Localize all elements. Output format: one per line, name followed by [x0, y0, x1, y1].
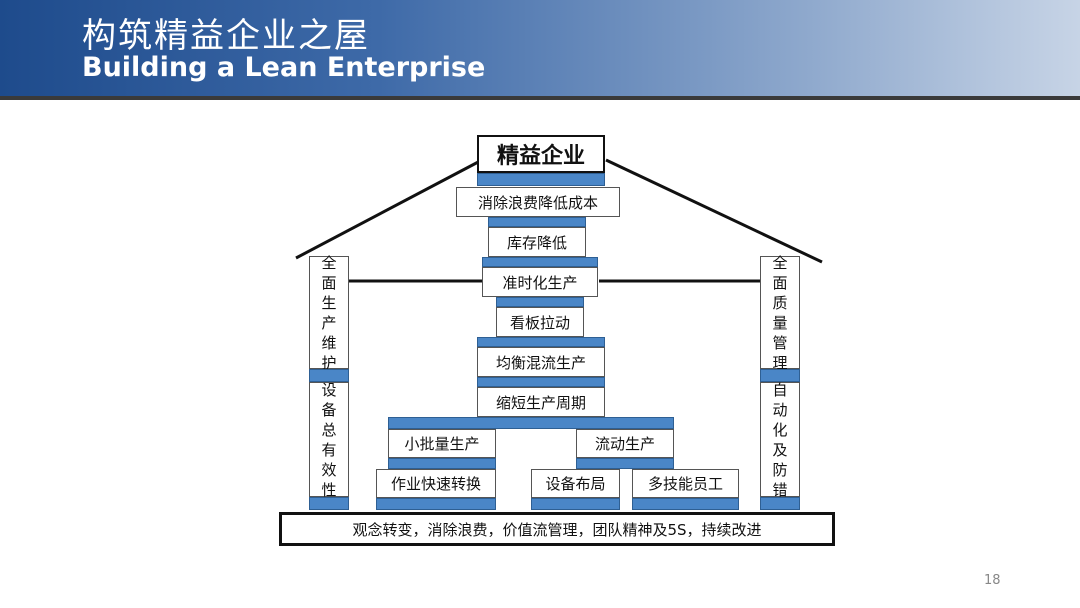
pillar-char: 全 — [772, 253, 788, 272]
pillar-char: 维 — [321, 333, 337, 352]
slide-title-english: Building a Lean Enterprise — [82, 52, 486, 83]
slide-title-chinese: 构筑精益企业之屋 — [82, 16, 370, 56]
right-pillar-top: 全 面 质 量 管 理 — [760, 253, 800, 372]
pillar-char: 产 — [321, 313, 337, 332]
pillar-char: 量 — [772, 313, 788, 332]
left-pillar-bottom: 设 备 总 有 效 性 — [309, 380, 349, 499]
right-pillar-mid-bar — [760, 369, 800, 382]
branch-right-bottom-1: 设备布局 — [531, 469, 620, 498]
roof-bar — [477, 173, 605, 186]
pillar-char: 自 — [772, 380, 788, 399]
tower-bar-5 — [477, 377, 605, 387]
tower-box-5: 均衡混流生产 — [477, 347, 605, 377]
right-pillar-base-bar — [760, 497, 800, 510]
pillar-char: 生 — [321, 293, 337, 312]
tower-box-2: 库存降低 — [488, 227, 586, 257]
page-number: 18 — [984, 573, 1001, 588]
tower-box-6: 缩短生产周期 — [477, 387, 605, 417]
branch-left-top: 小批量生产 — [388, 429, 496, 458]
roof-right-line — [605, 158, 823, 264]
pillar-char: 化 — [772, 420, 788, 439]
branch-right-bottom-bar-1 — [531, 498, 620, 510]
pillar-char: 面 — [772, 273, 788, 292]
pillar-char: 防 — [772, 460, 788, 479]
left-pillar-mid-bar — [309, 369, 349, 382]
right-pillar-bottom: 自 动 化 及 防 错 — [760, 380, 800, 499]
pillar-char: 性 — [321, 480, 337, 499]
branch-right-bottom-2: 多技能员工 — [632, 469, 739, 498]
pillar-char: 错 — [772, 480, 788, 499]
tower-bar-1 — [488, 217, 586, 227]
tower-bar-2 — [482, 257, 598, 267]
pillar-char: 效 — [321, 460, 337, 479]
pillar-char: 总 — [321, 420, 337, 439]
branch-right-bottom-bar-2 — [632, 498, 739, 510]
left-pillar-base-bar — [309, 497, 349, 510]
pillar-char: 管 — [772, 333, 788, 352]
left-pillar-top: 全 面 生 产 维 护 — [309, 253, 349, 372]
pillar-char: 理 — [772, 353, 788, 372]
tower-box-4: 看板拉动 — [496, 307, 584, 337]
foundation-box: 观念转变，消除浪费，价值流管理，团队精神及5S，持续改进 — [279, 512, 835, 546]
tower-bar-4 — [477, 337, 605, 347]
banner-rule — [0, 96, 1080, 100]
pillar-char: 设 — [321, 380, 337, 399]
pillar-char: 全 — [321, 253, 337, 272]
pillar-char: 护 — [321, 353, 337, 372]
tower-box-1: 消除浪费降低成本 — [456, 187, 620, 217]
pillar-char: 及 — [772, 440, 788, 459]
tower-bar-3 — [496, 297, 584, 307]
roof-box: 精益企业 — [477, 135, 605, 173]
branch-left-bottom: 作业快速转换 — [376, 469, 496, 498]
pillar-char: 备 — [321, 400, 337, 419]
branch-right-top: 流动生产 — [576, 429, 674, 458]
pillar-char: 质 — [772, 293, 788, 312]
pillar-char: 有 — [321, 440, 337, 459]
branch-left-bar — [388, 458, 496, 469]
tower-branch-bar — [388, 417, 674, 429]
pillar-char: 动 — [772, 400, 788, 419]
roof-left-line — [295, 158, 483, 260]
title-banner — [0, 0, 1080, 96]
tower-box-3: 准时化生产 — [482, 267, 598, 297]
branch-left-bottom-bar — [376, 498, 496, 510]
branch-right-bar — [576, 458, 674, 469]
pillar-char: 面 — [321, 273, 337, 292]
